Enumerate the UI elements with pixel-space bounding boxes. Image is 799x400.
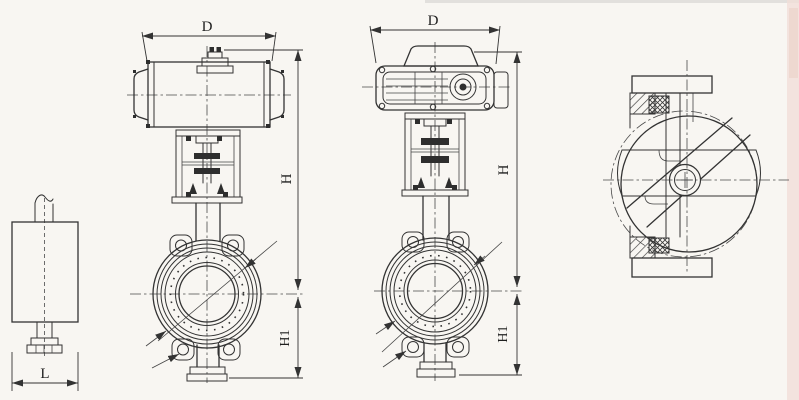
dim-D-label: D (428, 13, 439, 29)
lug-bottom-left (171, 338, 195, 361)
dim-H1: H1 (229, 297, 303, 379)
dim-H1-label: H1 (496, 325, 511, 342)
butterfly-valve-body (375, 231, 503, 378)
electric-valve-view: D (362, 13, 524, 381)
pneumatic-actuator (133, 47, 285, 128)
lug-top-right (221, 234, 245, 257)
bolt-circle (169, 256, 245, 332)
dim-D: D (369, 13, 501, 65)
scan-right-edge-dark (789, 8, 798, 78)
bottom-flange-lower (26, 344, 63, 354)
mounting-bracket (401, 112, 469, 197)
dim-H1-label: H1 (278, 329, 293, 346)
scan-right-edge (787, 0, 799, 400)
valve-bore (406, 262, 464, 320)
lug-leader-arrow (382, 350, 407, 368)
side-view-body (11, 221, 79, 323)
butterfly-valve-body (145, 234, 278, 382)
valve-bore (178, 265, 236, 323)
scan-top-edge (425, 0, 799, 3)
dim-H-label: H (279, 173, 295, 184)
lug-top-left (169, 234, 193, 257)
indicator-hub (449, 73, 477, 101)
dim-H1: H1 (459, 294, 522, 376)
dim-D-label: D (202, 19, 213, 35)
bracket-bottom-plate (401, 189, 469, 197)
bottom-stub-flange-upper (419, 361, 453, 370)
lug-leader-arrow (151, 353, 180, 369)
terminal-box (493, 71, 509, 109)
bottom-stub-flange-lower (186, 373, 228, 382)
disc-diagonal-line (157, 240, 278, 342)
valve-cross-section-view (603, 60, 789, 278)
seat-leader-arrow (145, 330, 167, 347)
lug-bottom-left (401, 336, 425, 358)
dim-L: L (11, 352, 79, 391)
lug-bottom-right (446, 336, 470, 358)
bottom-stub-flange-upper (189, 366, 226, 375)
bottom-stub-flange-lower (416, 368, 456, 378)
stem-coupling (421, 138, 449, 145)
stem-coupling-lower (194, 168, 220, 174)
dim-H: H (224, 49, 303, 290)
mounting-bracket (171, 129, 243, 204)
stem-coupling-lower (421, 156, 449, 163)
section-body-circle (620, 115, 758, 253)
top-seal-section-hatch (648, 95, 670, 114)
bottom-seal-section-hatch (648, 237, 670, 254)
top-body-block (631, 75, 713, 94)
dim-L-label: L (40, 366, 49, 382)
actuator-dome-cover (403, 45, 479, 67)
bottom-body-block (631, 257, 713, 278)
electric-actuator (375, 45, 509, 111)
bracket-bottom-plate (171, 196, 243, 204)
stem-coupling (194, 153, 220, 159)
actuator-side-view: L (11, 194, 79, 391)
air-fitting (196, 47, 234, 74)
bolt-circle (398, 254, 472, 328)
pneumatic-valve-view: D (127, 19, 305, 383)
bracket-top-plate (175, 129, 241, 137)
dim-H: H (474, 51, 522, 287)
right-end-cap (269, 68, 285, 121)
seat-leader-arrow (375, 320, 396, 335)
left-end-cap (133, 68, 149, 121)
actuator-cylinder-body (147, 61, 271, 128)
dim-D: D (141, 19, 277, 62)
lug-top-left (401, 231, 425, 253)
actuator-face-panel (382, 71, 487, 105)
stem-break-line (34, 194, 54, 204)
dim-H-label: H (496, 164, 512, 175)
